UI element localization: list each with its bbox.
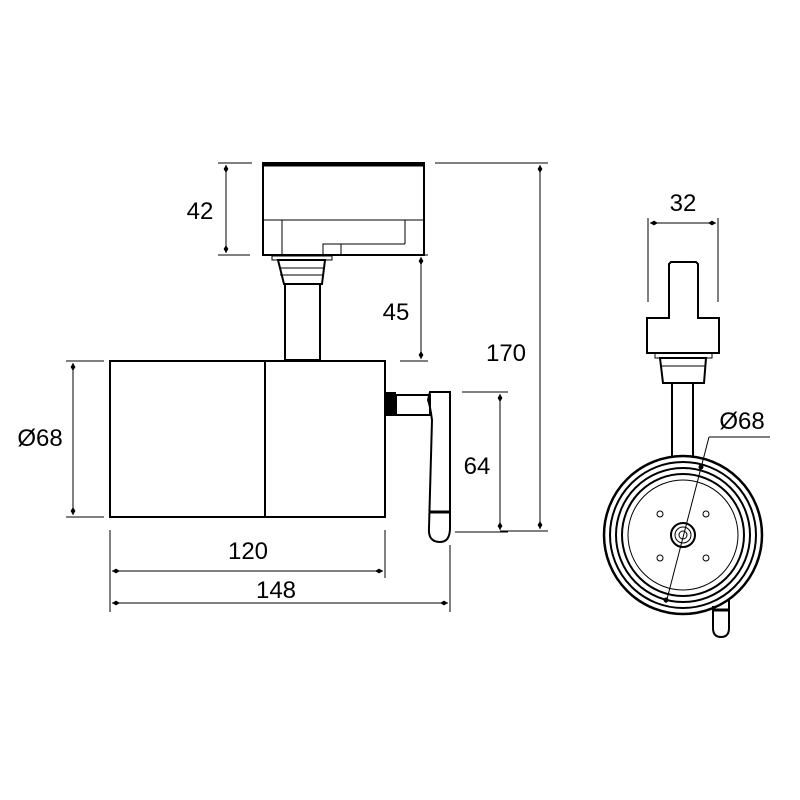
dim-45: 45 xyxy=(355,254,428,362)
dim-label: 42 xyxy=(187,198,214,225)
dim-label: 120 xyxy=(228,538,268,565)
dim-label: 32 xyxy=(670,190,697,217)
dim-32: 32 xyxy=(647,190,719,302)
dim-148: 148 xyxy=(112,545,451,612)
dim-label: Ø68 xyxy=(17,425,62,452)
lamp-face xyxy=(602,454,764,639)
side-view: 42 45 170 Ø68 64 xyxy=(17,162,548,612)
track-adapter xyxy=(262,162,425,256)
dim-label: 170 xyxy=(486,340,526,367)
plug xyxy=(646,261,720,459)
dim-diameter-68-side: Ø68 xyxy=(17,360,104,518)
dim-label: Ø68 xyxy=(719,408,764,435)
stem xyxy=(271,255,333,361)
dim-label: 148 xyxy=(256,577,296,604)
front-view: 32 xyxy=(602,190,770,639)
dim-diameter-68-front: Ø68 xyxy=(663,408,770,604)
lamp-body xyxy=(109,360,386,518)
dim-64: 64 xyxy=(455,391,508,533)
dim-120: 120 xyxy=(109,530,386,612)
dim-label: 45 xyxy=(383,299,410,326)
dim-42: 42 xyxy=(187,162,252,256)
dim-170: 170 xyxy=(435,162,548,532)
adjustment-knob xyxy=(386,391,451,544)
dim-label: 64 xyxy=(464,453,491,480)
